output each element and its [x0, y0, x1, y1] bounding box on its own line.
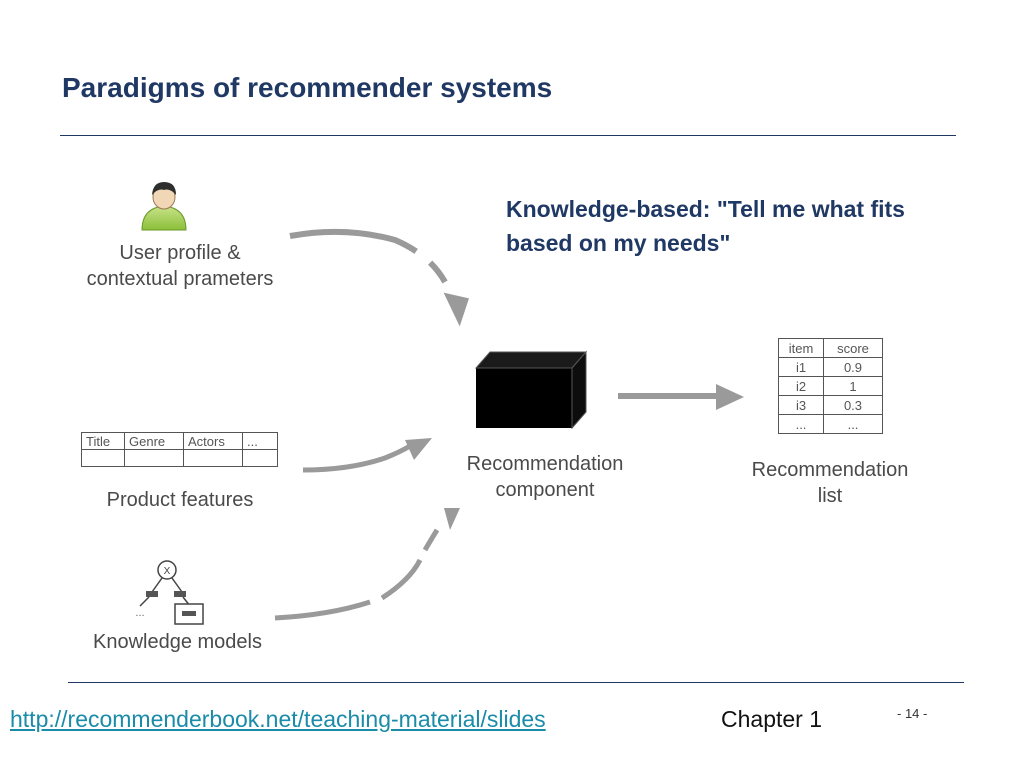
rl-item: i1 — [778, 357, 824, 377]
knowledge-models-label: Knowledge models — [93, 631, 262, 653]
pf-col-more: ... — [242, 432, 278, 450]
user-profile-label-line2: contextual prameters — [86, 268, 274, 290]
slide-title: Paradigms of recommender systems — [62, 72, 553, 103]
component-label: Recommendation component — [440, 451, 650, 503]
component-label-line2: component — [495, 479, 595, 501]
title-divider — [60, 135, 956, 136]
product-features-table: Title Genre Actors ... — [81, 432, 278, 467]
pf-col-genre: Genre — [124, 432, 184, 450]
user-icon — [141, 182, 187, 231]
recommendation-list-label: Recommendation list — [730, 457, 930, 509]
rl-item: i2 — [778, 376, 824, 396]
knowledge-models-arrow — [274, 508, 460, 621]
rl-header-score: score — [823, 338, 883, 358]
pf-col-actors: Actors — [183, 432, 243, 450]
component-label-line1: Recommendation — [466, 453, 624, 475]
rl-item: i3 — [778, 395, 824, 415]
rl-item: ... — [778, 414, 824, 434]
chapter-label: Chapter 1 — [721, 706, 823, 732]
product-features-arrow — [302, 438, 432, 473]
product-features-label: Product features — [106, 489, 254, 511]
output-arrow — [618, 384, 744, 410]
knowledge-tree-icon: X ... — [135, 560, 204, 625]
user-profile-arrow — [289, 228, 469, 327]
recommendation-list-label-line1: Recommendation — [751, 459, 909, 481]
rl-score: 1 — [823, 376, 883, 396]
pf-cell — [242, 449, 278, 467]
rl-header-item: item — [778, 338, 824, 358]
pf-col-title: Title — [81, 432, 125, 450]
pf-cell — [124, 449, 184, 467]
tree-node-ellipsis: ... — [135, 607, 144, 619]
recommendation-list-table: item score i1 0.9 i2 1 i3 0.3 ... ... — [778, 338, 883, 434]
tree-node-root: X — [164, 566, 171, 577]
rl-score: ... — [823, 414, 883, 434]
user-profile-label-line1: User profile & — [119, 242, 241, 264]
recommendation-component-box — [474, 350, 588, 430]
rl-score: 0.9 — [823, 357, 883, 377]
slides-link[interactable]: http://recommenderbook.net/teaching-mate… — [10, 706, 546, 732]
pf-cell — [81, 449, 125, 467]
page-number: - 14 - — [897, 706, 928, 721]
pf-cell — [183, 449, 243, 467]
knowledge-based-caption: Knowledge-based: "Tell me what fits base… — [506, 196, 905, 256]
rl-score: 0.3 — [823, 395, 883, 415]
recommendation-list-label-line2: list — [817, 485, 843, 507]
user-profile-label: User profile & contextual prameters — [70, 240, 290, 292]
footer-divider — [68, 682, 964, 683]
